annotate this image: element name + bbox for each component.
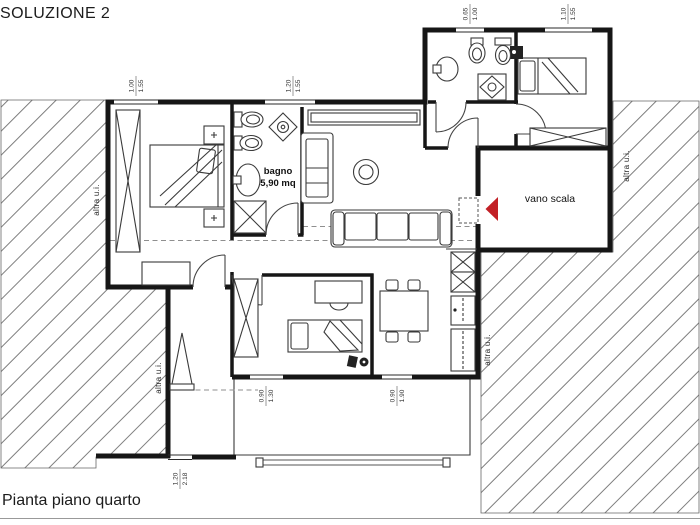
wardrobe xyxy=(233,278,259,358)
bedside-lamp xyxy=(346,355,369,368)
dim-height: 1.90 xyxy=(399,389,406,402)
dining-chair xyxy=(385,331,399,343)
dimension-label: 1.00 1.55 xyxy=(129,76,145,96)
dimension-label: 0.90 1.30 xyxy=(259,386,275,406)
nightstand xyxy=(203,125,225,145)
balcony-railing xyxy=(255,457,451,468)
window-neighbor-balcony xyxy=(168,454,192,460)
window-bedroom1 xyxy=(114,97,158,107)
bedroom3-furniture xyxy=(233,278,369,368)
room-label-bagno-area: 5,90 mq xyxy=(260,178,296,189)
desk xyxy=(141,261,191,286)
balcony-slab xyxy=(233,379,471,456)
toilet xyxy=(494,37,512,66)
dim-width: 1.20 xyxy=(286,79,293,92)
kitchen-cabinet xyxy=(450,251,476,293)
door-arc-bathroom2 xyxy=(435,101,467,133)
dining-set xyxy=(379,279,429,343)
neighbor-label: altra u.i. xyxy=(154,362,163,393)
room-label-vano-scala: vano scala xyxy=(525,193,575,205)
window-bagno xyxy=(265,97,315,107)
dining-chair xyxy=(385,279,399,291)
door-arc-bedroom1 xyxy=(192,254,226,288)
neighbor-label: altra u.i. xyxy=(483,334,492,365)
dim-height: 2.18 xyxy=(182,472,189,485)
dim-height: 1.00 xyxy=(472,7,479,20)
dim-height: 1.30 xyxy=(268,389,275,402)
window-bathroom2 xyxy=(456,25,484,35)
single-bed xyxy=(287,319,363,353)
bidet xyxy=(468,37,486,64)
bedroom2-furniture xyxy=(510,46,607,147)
shower xyxy=(477,73,507,101)
fridge xyxy=(450,295,476,326)
dim-width: 1.20 xyxy=(173,472,180,485)
sideboard xyxy=(307,109,421,126)
door-arc-bagno xyxy=(265,202,299,236)
desk xyxy=(314,280,363,304)
dimension-label: 1.10 1.55 xyxy=(561,4,577,24)
dining-table xyxy=(379,290,429,332)
door-balcony-dining xyxy=(382,374,412,380)
shaft-symbol xyxy=(169,332,195,391)
dimension-label: 0.65 1.00 xyxy=(463,4,479,24)
dim-width: 0.65 xyxy=(463,7,470,20)
dining-chair xyxy=(407,279,421,291)
dim-width: 1.00 xyxy=(129,79,136,92)
dim-height: 1.55 xyxy=(570,7,577,20)
shower xyxy=(233,200,267,234)
tv-unit xyxy=(510,46,523,59)
bathroom2-fixtures xyxy=(432,37,512,101)
sink xyxy=(432,56,459,82)
door-balcony-bedroom3 xyxy=(250,374,283,380)
door-arc-living xyxy=(447,117,479,149)
bed xyxy=(517,57,587,95)
kitchen-appliance xyxy=(450,328,476,372)
dimension-label: 0.90 1.90 xyxy=(390,386,406,406)
balcony xyxy=(233,379,471,468)
bedroom1-furniture xyxy=(115,109,225,286)
dining-chair xyxy=(407,331,421,343)
dim-width: 0.90 xyxy=(259,389,266,402)
sofa xyxy=(330,209,453,248)
desk-chair xyxy=(329,302,349,311)
washing-machine xyxy=(268,112,298,142)
drawing-title: SOLUZIONE 2 xyxy=(0,5,111,22)
wardrobe xyxy=(115,109,141,253)
dim-height: 1.55 xyxy=(138,79,145,92)
window-bedroom2 xyxy=(545,25,592,35)
dim-width: 1.10 xyxy=(561,7,568,20)
wardrobe xyxy=(529,127,607,147)
room-label-bagno: bagno xyxy=(264,166,293,177)
toilet xyxy=(233,111,264,128)
dimension-label: 1.20 2.18 xyxy=(173,469,189,489)
loveseat xyxy=(300,132,334,204)
living-furniture xyxy=(300,109,453,248)
double-bed xyxy=(149,144,225,208)
sink xyxy=(232,163,261,197)
kitchen-units xyxy=(446,248,477,372)
bagno-fixtures xyxy=(232,111,298,234)
entrance-arrow-icon xyxy=(485,197,498,221)
neighbor-label: altra u.i. xyxy=(92,184,101,215)
dim-width: 0.90 xyxy=(390,389,397,402)
bidet xyxy=(233,134,263,152)
round-table xyxy=(352,158,380,186)
drawing-caption: Pianta piano quarto xyxy=(2,492,141,509)
neighbor-hatch-right xyxy=(480,100,700,514)
neighbor-areas xyxy=(0,99,700,514)
dimension-label: 1.20 1.55 xyxy=(286,76,302,96)
entrance-door-dashed xyxy=(458,197,479,224)
neighbor-label: altra u.i. xyxy=(622,150,631,181)
nightstand xyxy=(203,208,225,228)
dim-height: 1.55 xyxy=(295,79,302,92)
